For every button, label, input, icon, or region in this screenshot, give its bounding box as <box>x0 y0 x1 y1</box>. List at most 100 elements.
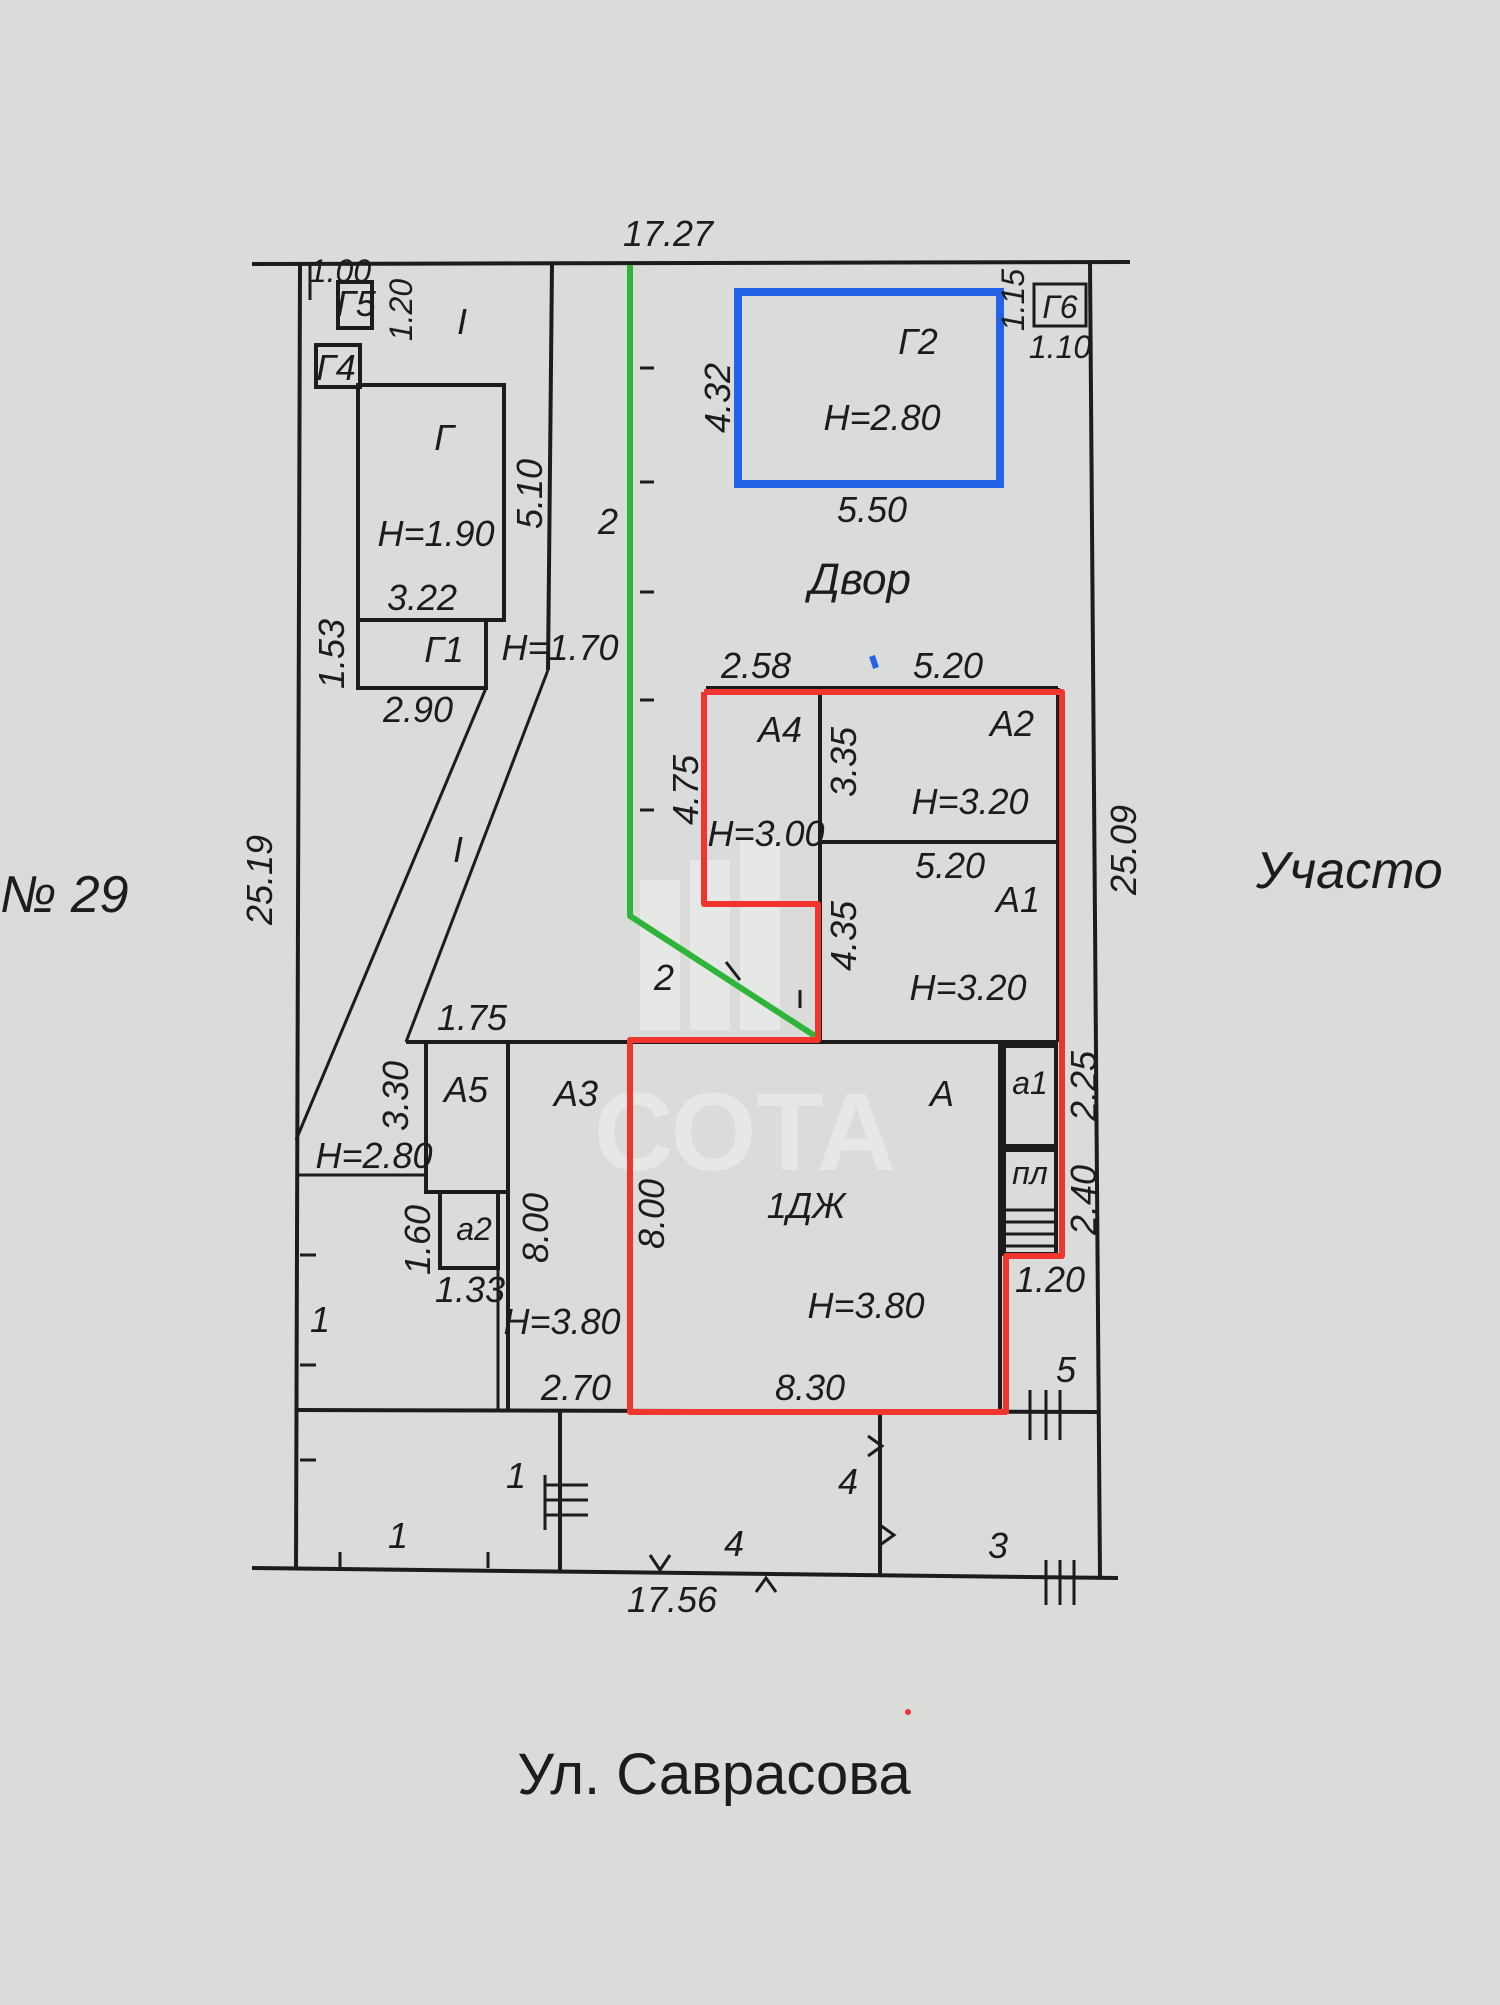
boundary-left <box>294 263 302 1569</box>
boundary-right <box>1088 263 1102 1579</box>
label-i-mid: I <box>453 829 463 870</box>
fence-5: 5 <box>1056 1349 1077 1390</box>
dim-5-20-top: 5.20 <box>913 645 983 686</box>
arrow-mark <box>648 1554 672 1573</box>
label-g1-height: H=1.70 <box>501 627 618 668</box>
fence-1-left: 1 <box>310 1299 330 1340</box>
dim-2-40: 2.40 <box>1063 1165 1104 1236</box>
label-porch: пл <box>1012 1155 1048 1191</box>
dim-8-30: 8.30 <box>775 1367 845 1408</box>
shed-diagonal-1 <box>294 687 488 1141</box>
front-yard <box>543 1390 1076 1605</box>
label-a5-height: H=2.80 <box>315 1135 432 1176</box>
street-label: Ул. Саврасова <box>517 1742 911 1807</box>
fence-ticks <box>300 366 802 1568</box>
fence-4-bottom: 4 <box>724 1523 744 1564</box>
arrow-mark <box>754 1575 778 1593</box>
watermark: СОТА <box>594 840 896 1194</box>
label-a2: А2 <box>988 703 1034 744</box>
dimension-labels: 17.27 17.56 25.19 25.09 1.00 1.20 1.15 1… <box>239 213 1144 1620</box>
fence-numbers: 2 2 1 1 1 4 4 3 5 <box>310 501 1077 1566</box>
label-a3-height: H=3.80 <box>503 1301 620 1342</box>
label-g2-height: H=2.80 <box>823 397 940 438</box>
label-1dzh: 1ДЖ <box>767 1185 847 1226</box>
dim-5-50: 5.50 <box>837 489 907 530</box>
label-a1-small: а1 <box>1012 1065 1048 1101</box>
dim-right-depth: 25.09 <box>1103 805 1144 896</box>
label-a1-height: H=3.20 <box>909 967 1026 1008</box>
dim-1-60: 1.60 <box>397 1205 438 1275</box>
neighbor-right-label: Участо <box>1255 842 1443 900</box>
dim-8-00-left: 8.00 <box>515 1193 556 1263</box>
label-g4: Г4 <box>316 347 356 388</box>
dim-1-20: 1.20 <box>383 279 419 341</box>
label-a1: А1 <box>994 879 1040 920</box>
blue-mark <box>869 655 879 669</box>
dim-3-35: 3.35 <box>823 726 864 797</box>
dim-1-33: 1.33 <box>435 1269 505 1310</box>
yard-label: Двор <box>804 555 911 604</box>
label-a2-height: H=3.20 <box>911 781 1028 822</box>
label-g6: Г6 <box>1042 289 1077 325</box>
label-a: А <box>928 1073 954 1114</box>
label-a4: А4 <box>756 709 802 750</box>
label-a2-small: а2 <box>456 1211 492 1247</box>
dim-4-35: 4.35 <box>823 900 864 971</box>
g6-box <box>1032 282 1088 328</box>
divider-wall <box>546 263 554 671</box>
red-dot <box>905 1709 911 1715</box>
fence-1-bottom: 1 <box>388 1515 408 1556</box>
fence-2-bottom: 2 <box>653 957 674 998</box>
dim-1-75: 1.75 <box>437 997 508 1038</box>
watermark-logo-bar <box>640 880 680 1030</box>
boundary-top <box>251 260 1131 266</box>
label-g1: Г1 <box>424 629 464 670</box>
arrow-mark <box>867 1434 885 1458</box>
tick <box>724 961 742 981</box>
dim-1-15: 1.15 <box>995 269 1031 331</box>
dim-2-90: 2.90 <box>382 689 453 730</box>
fence-4-mid: 4 <box>838 1461 858 1502</box>
g4-box <box>314 343 362 389</box>
dim-4-75: 4.75 <box>665 754 706 825</box>
dim-2-58: 2.58 <box>720 645 791 686</box>
dim-5-10: 5.10 <box>509 459 550 529</box>
label-g: Г <box>434 417 456 458</box>
dim-top-width: 17.27 <box>623 213 715 254</box>
watermark-logo-bar <box>690 860 730 1030</box>
label-a3: А3 <box>552 1073 598 1114</box>
label-a-height: H=3.80 <box>807 1285 924 1326</box>
boundary-bottom <box>251 1566 1119 1580</box>
arrow-mark <box>879 1523 897 1547</box>
dim-3-30: 3.30 <box>375 1061 416 1131</box>
structure-labels: Г5 Г4 Г H=1.90 Г1 H=1.70 Г2 H=2.80 Г6 I … <box>315 282 1088 1342</box>
dim-1-00: 1.00 <box>309 253 371 289</box>
dim-8-00-right: 8.00 <box>631 1179 672 1249</box>
dim-2-25: 2.25 <box>1063 1050 1104 1122</box>
path-line-green <box>627 265 817 1039</box>
label-g2: Г2 <box>898 321 938 362</box>
dim-3-22: 3.22 <box>387 577 457 618</box>
fence-1-front: 1 <box>506 1455 526 1496</box>
label-g-height: H=1.90 <box>377 513 494 554</box>
label-g5: Г5 <box>336 283 377 324</box>
label-a5: А5 <box>442 1069 489 1110</box>
g1-building <box>356 618 488 690</box>
fence-2-top: 2 <box>597 501 618 542</box>
dim-1-10: 1.10 <box>1029 329 1091 365</box>
dim-left-depth: 25.19 <box>239 835 280 926</box>
a1-small-box <box>1002 1044 1058 1148</box>
shed-diagonal-2 <box>404 669 550 1043</box>
garage-g2-outline <box>734 288 1004 488</box>
label-a4-height: H=3.00 <box>707 813 824 854</box>
watermark-text: СОТА <box>594 1071 896 1194</box>
outbuildings-left <box>294 263 554 1141</box>
dim-2-70: 2.70 <box>540 1367 611 1408</box>
a2-box <box>438 1190 500 1270</box>
a5-box <box>424 1040 510 1194</box>
dim-5-20-mid: 5.20 <box>915 845 985 886</box>
label-i-top: I <box>457 301 467 342</box>
dim-1-20-right: 1.20 <box>1015 1259 1085 1300</box>
dim-bottom-width: 17.56 <box>627 1579 718 1620</box>
